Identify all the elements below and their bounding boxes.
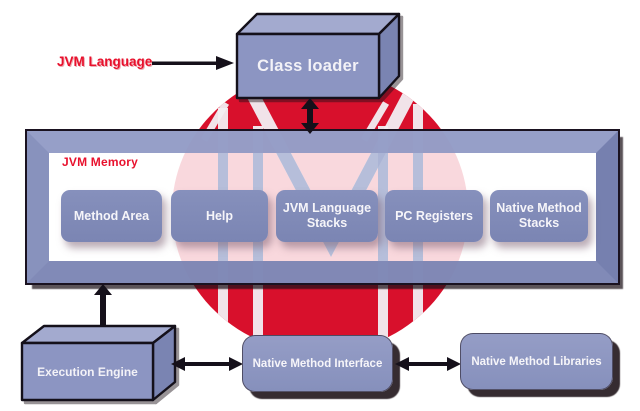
memory-box-label: PC Registers — [395, 208, 473, 223]
native-method-libraries-node: Native Method Libraries — [460, 333, 613, 390]
memory-box-label: Help — [205, 208, 234, 223]
execution-engine-label: Execution Engine — [37, 364, 138, 379]
execution-engine-node: Execution Engine — [20, 324, 198, 402]
class-loader-label: Class loader — [257, 56, 359, 75]
memory-box-native-method-stacks: Native Method Stacks — [490, 190, 588, 242]
class-loader-box-shape — [235, 12, 401, 100]
class-loader-node: Class loader — [235, 12, 402, 100]
memory-box-help: Help — [171, 190, 268, 242]
arrow-class-loader-jvm-memory — [301, 98, 319, 134]
arrow-nmi-nml — [395, 357, 461, 371]
native-method-interface-label: Native Method Interface — [252, 357, 383, 370]
memory-box-method-area: Method Area — [61, 190, 162, 242]
memory-box-jvm-language-stacks: JVM Language Stacks — [276, 190, 378, 242]
memory-box-pc-registers: PC Registers — [385, 190, 483, 242]
jvm-language-label: JVM Language — [57, 54, 153, 69]
native-method-libraries-label: Native Method Libraries — [471, 355, 602, 368]
memory-box-label: JVM Language Stacks — [282, 201, 372, 230]
memory-box-label: Native Method Stacks — [496, 201, 582, 230]
arrow-jvm-language-to-class-loader — [152, 56, 234, 70]
native-method-interface-node: Native Method Interface — [242, 335, 393, 392]
memory-box-label: Method Area — [73, 208, 150, 223]
arrow-execution-engine-nmi — [171, 357, 243, 371]
jvm-memory-label: JVM Memory — [62, 155, 139, 169]
execution-engine-box-shape — [20, 324, 177, 402]
